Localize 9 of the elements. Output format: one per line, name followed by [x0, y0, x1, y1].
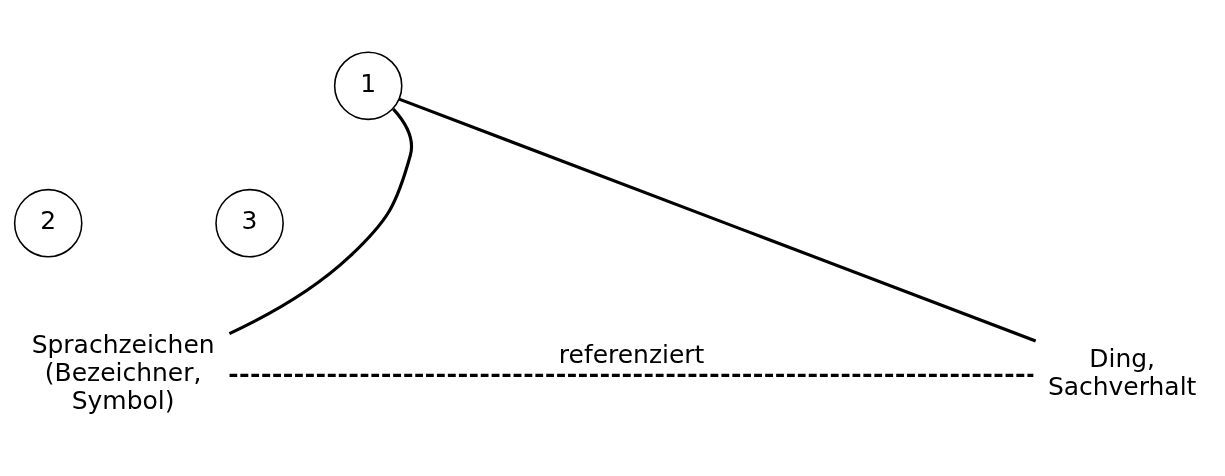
connector — [229, 373, 1034, 377]
node-text: Sprachzeichen (Bezeichner, Symbol) — [31, 330, 215, 416]
node-circle: 3 — [215, 188, 284, 258]
node-circle: 1 — [333, 51, 403, 121]
edge-label: referenziert — [558, 339, 705, 369]
connector — [398, 97, 1037, 343]
node-text: Ding, Sachverhalt — [1047, 344, 1197, 402]
connector — [228, 108, 414, 336]
node-circle: 2 — [13, 188, 83, 258]
